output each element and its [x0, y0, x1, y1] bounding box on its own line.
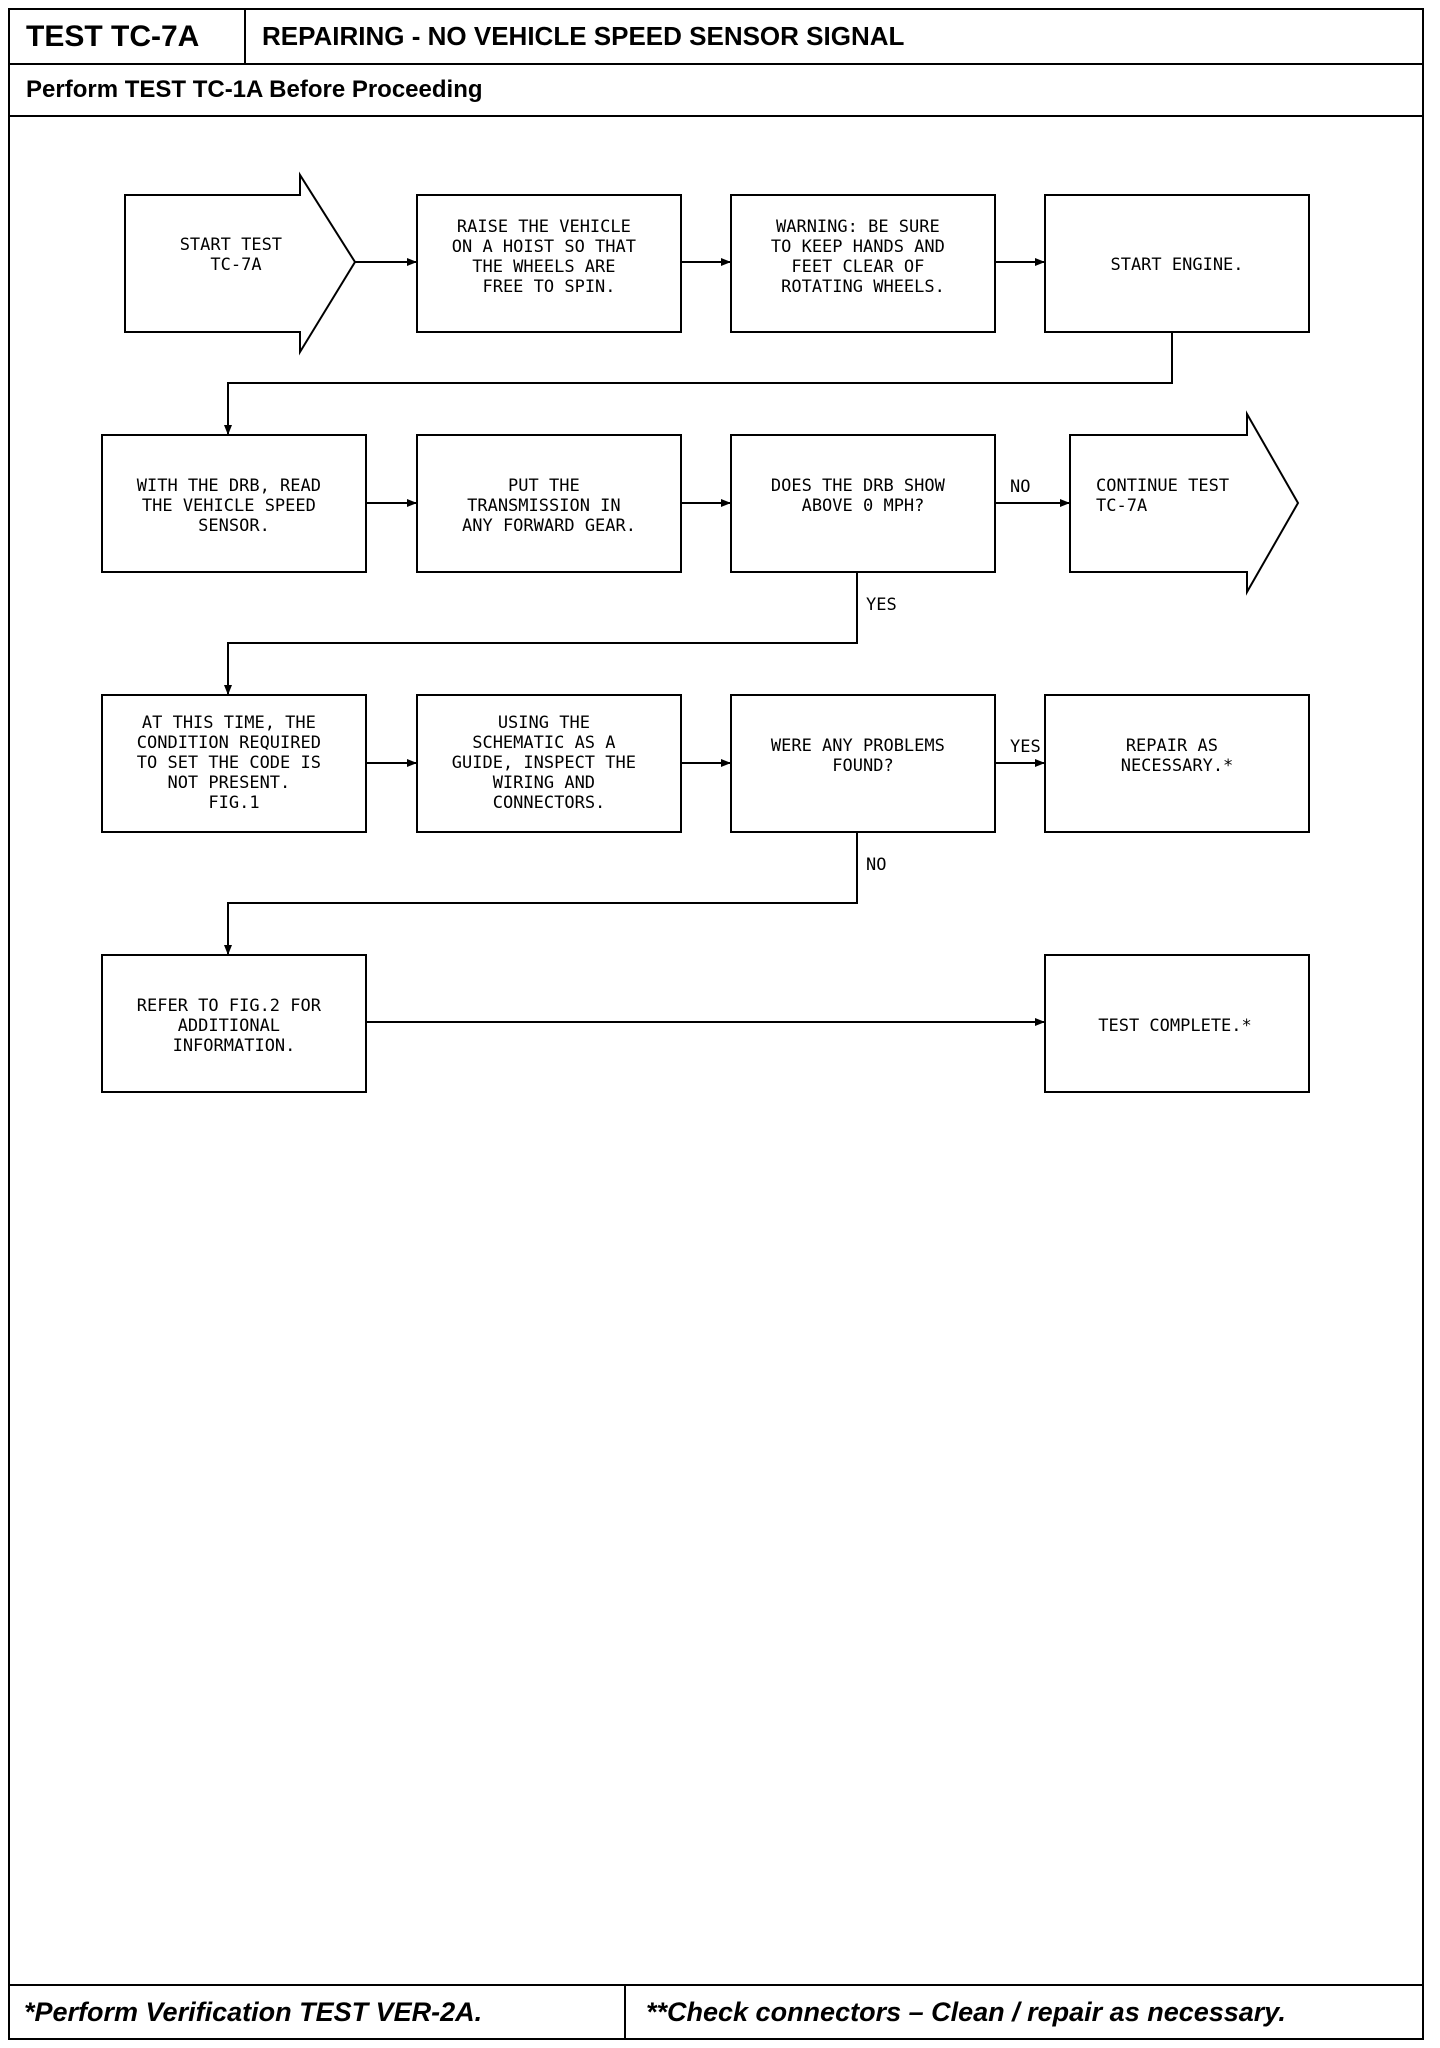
repair-box	[1044, 694, 1310, 833]
warning-text: WARNING: BE SURE TO KEEP HANDS AND FEET …	[771, 217, 955, 297]
header-bar: TEST TC-7A REPAIRING - NO VEHICLE SPEED …	[10, 10, 1422, 65]
branch-no-label: NO	[1010, 477, 1030, 497]
start-engine-box	[1044, 194, 1310, 333]
question-problems-text: WERE ANY PROBLEMS FOUND?	[771, 736, 955, 776]
start-shape	[124, 171, 357, 356]
footer-connector-note: **Check connectors – Clean / repair as n…	[646, 1997, 1286, 2027]
raise-vehicle-text: RAISE THE VEHICLE ON A HOIST SO THAT THE…	[452, 217, 646, 297]
continue-test-text: CONTINUE TEST TC-7A	[1096, 476, 1239, 516]
test-sheet: TEST TC-7A REPAIRING - NO VEHICLE SPEED …	[8, 8, 1424, 2040]
inspect-text: USING THE SCHEMATIC AS A GUIDE, INSPECT …	[452, 713, 646, 813]
put-gear-text: PUT THE TRANSMISSION IN ANY FORWARD GEAR…	[462, 476, 636, 536]
arrow-yes-to-condition	[224, 572, 858, 695]
branch-yes-label: YES	[866, 595, 897, 615]
continue-test-shape	[1069, 410, 1300, 596]
prerequisite-note: Perform TEST TC-1A Before Proceeding	[10, 65, 1422, 117]
question-mph-text: DOES THE DRB SHOW ABOVE 0 MPH?	[771, 476, 955, 516]
branch-no-label-2: NO	[866, 855, 886, 875]
footer-verification-note: *Perform Verification TEST VER-2A.	[10, 1986, 626, 2038]
raise-vehicle-box	[416, 194, 682, 333]
start-engine-text: START ENGINE.	[1110, 255, 1243, 275]
test-title: REPAIRING - NO VEHICLE SPEED SENSOR SIGN…	[262, 21, 905, 51]
refer-box	[101, 954, 367, 1093]
refer-text: REFER TO FIG.2 FOR ADDITIONAL INFORMATIO…	[137, 996, 331, 1056]
footer-bar: *Perform Verification TEST VER-2A. **Che…	[10, 1984, 1422, 2038]
read-vss-text: WITH THE DRB, READ THE VEHICLE SPEED SEN…	[137, 476, 331, 536]
complete-box	[1044, 954, 1310, 1093]
condition-text: AT THIS TIME, THE CONDITION REQUIRED TO …	[137, 713, 331, 813]
arrow-engine-to-read	[224, 332, 1173, 435]
start-text: START TEST TC-7A	[180, 235, 293, 275]
arrow-no-to-refer	[224, 832, 858, 955]
repair-text: REPAIR AS NECESSARY.*	[1121, 736, 1234, 776]
branch-yes-label-2: YES	[1010, 737, 1041, 757]
complete-text: TEST COMPLETE.*	[1098, 1016, 1252, 1036]
warning-box	[730, 194, 996, 333]
test-id: TEST TC-7A	[10, 10, 246, 63]
